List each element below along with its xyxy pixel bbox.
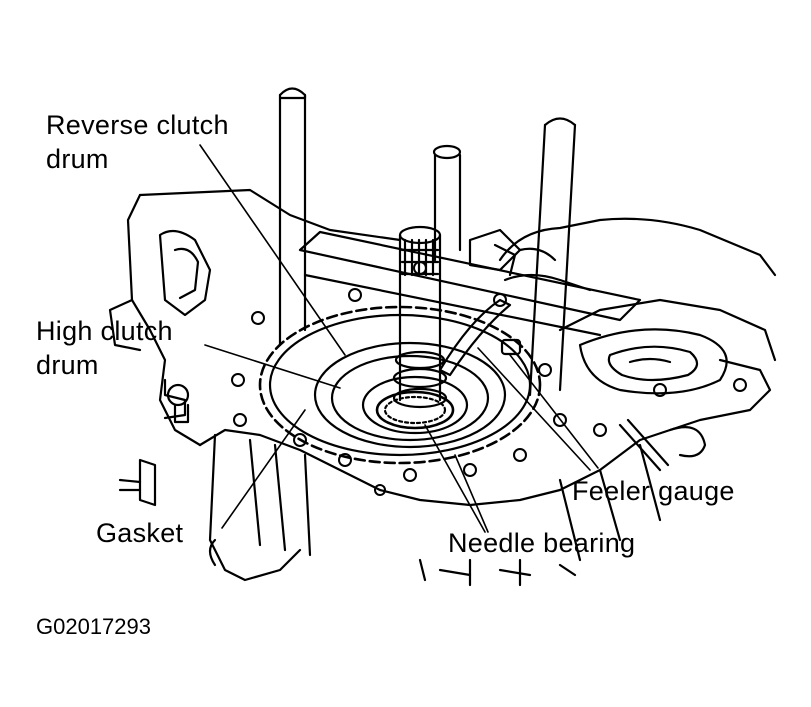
high-clutch-drum [313,341,507,449]
figure-id: G02017293 [36,614,151,639]
needle-bearing [375,390,455,430]
leader-feeler-gauge-1 [477,347,591,471]
leader-lines [199,144,599,533]
leader-needle-bearing-2 [454,454,489,533]
left-components [118,378,312,582]
leader-needle-bearing-1 [424,424,486,533]
input-shaft [392,225,448,409]
right-components [618,418,707,472]
label-reverse-clutch-drum: Reverse clutch drum [46,110,229,174]
label-feeler-gauge: Feeler gauge [572,476,735,506]
leader-high-clutch-drum [204,344,341,389]
label-high-clutch-drum: High clutch drum [36,316,173,380]
label-needle-bearing: Needle bearing [448,528,636,558]
hand [498,217,777,292]
feeler-gauge-blade [438,298,522,377]
leader-feeler-gauge-2 [509,354,599,469]
label-gasket: Gasket [96,518,184,548]
measuring-tool [278,87,642,397]
leader-gasket [221,409,306,529]
leader-reverse-clutch-drum [199,144,346,356]
bolt-holes [231,261,747,496]
transmission-case [108,188,777,587]
